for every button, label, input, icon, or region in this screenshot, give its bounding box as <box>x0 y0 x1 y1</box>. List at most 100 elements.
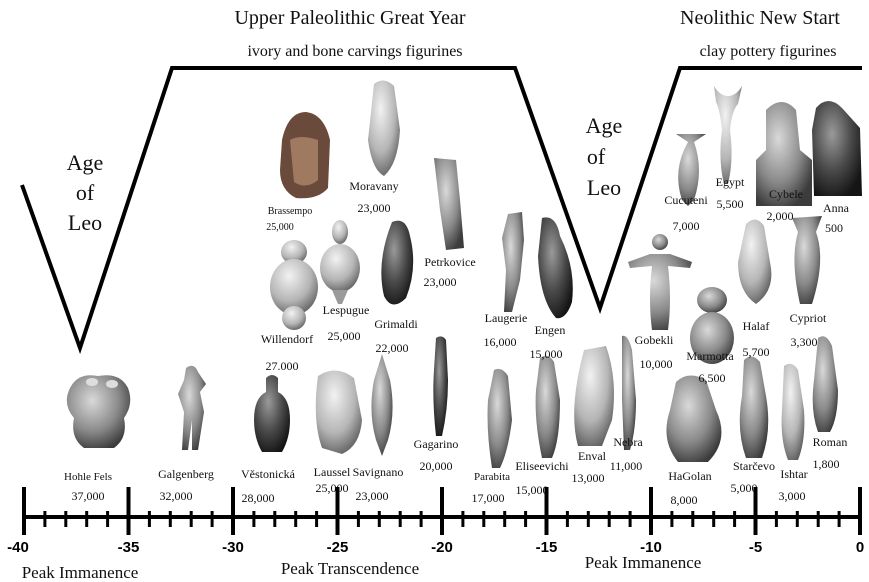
date-anna: 500 <box>825 221 843 235</box>
label-egypt: Egypt <box>716 175 745 189</box>
label-starcevo: Starčevo <box>733 459 775 473</box>
peak-label-middle: Peak Transcendence <box>281 559 419 578</box>
label-willendorf: Willendorf <box>261 332 313 346</box>
grimaldi-figure <box>381 221 413 305</box>
tick-label-minus-5: -5 <box>749 539 762 556</box>
laussel-figure <box>316 370 362 454</box>
label-vestonicka: Věstonická <box>241 467 296 481</box>
timeline-tick-labels: -40 -35 -30 -25 -20 -15 -10 -5 0 <box>7 539 864 556</box>
date-ishtar: 3,000 <box>779 489 806 503</box>
label-brassempo: Brassempo <box>268 206 312 217</box>
tick-label-minus-30: -30 <box>222 539 244 556</box>
label-savignano: Savignano <box>353 465 404 479</box>
date-petrkovice: 23,000 <box>424 275 457 289</box>
label-laussel: Laussel <box>314 465 351 479</box>
label-petrkovice: Petrkovice <box>424 255 475 269</box>
date-hagolan: 8,000 <box>671 493 698 507</box>
date-vestonicka: 28,000 <box>242 491 275 505</box>
date-grimaldi: 22,000 <box>376 341 409 355</box>
timeline-axis: -40 -35 -30 -25 -20 -15 -10 -5 0 <box>7 487 864 556</box>
date-laussel: 25,000 <box>316 481 349 495</box>
label-enval: Enval <box>578 449 607 463</box>
parabita-figure <box>488 369 513 468</box>
label-engen: Engen <box>535 323 566 337</box>
date-engen: 15,000 <box>530 347 563 361</box>
age-left-line2: of <box>76 180 95 205</box>
paleolithic-title: Upper Paleolithic Great Year <box>234 7 465 29</box>
date-parabita: 17,000 <box>472 491 505 505</box>
label-eliseevichi: Eliseevichi <box>515 459 569 473</box>
savignano-figure <box>371 354 392 456</box>
galgenberg-figure <box>178 366 206 450</box>
label-cucuteni: Cucuteni <box>664 193 708 207</box>
tick-label-minus-35: -35 <box>118 539 140 556</box>
date-willendorf: 27.000 <box>266 359 299 373</box>
halaf-figure <box>738 219 771 304</box>
vestonicka-figure <box>254 375 290 452</box>
label-grimaldi: Grimaldi <box>374 317 418 331</box>
starcevo-figure <box>740 356 769 458</box>
brassempo-figure <box>280 112 330 198</box>
egypt-figure <box>714 86 742 184</box>
paleolithic-subtitle: ivory and bone carvings figurines <box>247 43 462 60</box>
date-nebra: 11,000 <box>610 459 643 473</box>
tick-label-0: 0 <box>856 539 864 556</box>
age-mid-line2: of <box>587 144 606 169</box>
date-galgenberg: 32,000 <box>160 489 193 503</box>
label-marmotta: Marmotta <box>686 349 734 363</box>
date-cypriot: 3,300 <box>791 335 818 349</box>
date-gagarino: 20,000 <box>420 459 453 473</box>
age-left-line3: Leo <box>68 210 102 235</box>
label-ishtar: Ishtar <box>780 467 807 481</box>
enval-figure <box>574 346 614 446</box>
neolithic-subtitle: clay pottery figurines <box>700 43 837 60</box>
tick-label-minus-20: -20 <box>431 539 453 556</box>
date-enval: 13,000 <box>572 471 605 485</box>
laugerie-figure <box>502 212 524 312</box>
engen-figure <box>538 217 573 318</box>
label-laugerie: Laugerie <box>485 311 528 325</box>
date-savignano: 23,000 <box>356 489 389 503</box>
date-gobekli: 10,000 <box>640 357 673 371</box>
label-anna: Anna <box>823 201 850 215</box>
label-cybele: Cybele <box>769 187 803 201</box>
age-mid-line1: Age <box>586 113 623 138</box>
hagolan-figure <box>666 375 721 462</box>
gobekli-figure <box>628 234 692 330</box>
eliseevichi-figure <box>536 356 560 458</box>
age-left-line1: Age <box>67 150 104 175</box>
lespugue-figure <box>320 220 360 304</box>
label-parabita: Parabita <box>474 471 510 483</box>
label-cypriot: Cypriot <box>790 311 827 325</box>
date-cucuteni: 7,000 <box>673 219 700 233</box>
roman-figure <box>813 336 838 432</box>
date-hohle-fels: 37,000 <box>72 489 105 503</box>
ishtar-figure <box>782 364 805 460</box>
date-egypt: 5,500 <box>717 197 744 211</box>
date-roman: 1,800 <box>813 457 840 471</box>
label-halaf: Halaf <box>743 319 770 333</box>
anna-figure <box>812 101 862 196</box>
date-laugerie: 16,000 <box>484 335 517 349</box>
date-cybele: 2,000 <box>767 209 794 223</box>
date-eliseevichi: 15,000 <box>516 483 549 497</box>
cypriot-figure <box>792 216 822 304</box>
peak-label-left: Peak Immanence <box>22 563 139 582</box>
date-moravany: 23,000 <box>358 201 391 215</box>
date-starcevo: 5,000 <box>731 481 758 495</box>
gagarino-figure <box>433 336 448 436</box>
peak-label-right: Peak Immanence <box>585 553 702 572</box>
tick-label-minus-40: -40 <box>7 539 29 556</box>
tick-label-minus-25: -25 <box>327 539 349 556</box>
label-hohle-fels: Hohle Fels <box>64 471 112 483</box>
date-lespugue: 25,000 <box>328 329 361 343</box>
nebra-figure <box>622 336 636 450</box>
hohle-fels-figure <box>67 375 130 448</box>
figurine-images <box>67 80 862 468</box>
date-halaf: 5,700 <box>743 345 770 359</box>
petrkovice-figure <box>434 158 464 250</box>
label-galgenberg: Galgenberg <box>158 467 214 481</box>
moravany-figure <box>368 80 400 176</box>
label-nebra: Nebra <box>613 435 643 449</box>
